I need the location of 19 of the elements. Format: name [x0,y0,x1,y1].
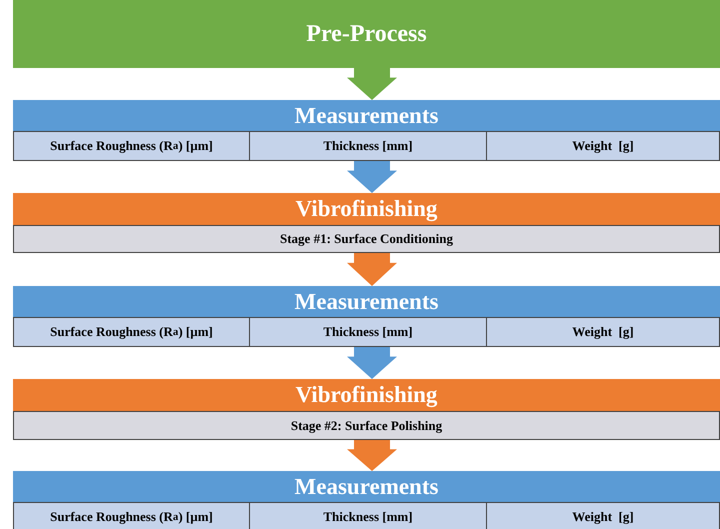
section-header: Vibrofinishing [13,193,720,225]
measurement-cell: Thickness [mm] [249,502,487,529]
section-header: Measurements [13,100,720,131]
block-arrow [347,253,397,286]
block-arrow [347,68,397,100]
measurement-cell: Thickness [mm] [249,131,487,161]
measurement-cell: Weight [g] [486,317,720,347]
section-header: Vibrofinishing [13,379,720,411]
section-header: Measurements [13,471,720,502]
block-arrow [347,347,397,379]
stage-bar: Stage #1: Surface Conditioning [13,225,720,253]
measurement-cell: Thickness [mm] [249,317,487,347]
stage-bar: Stage #2: Surface Polishing [13,411,720,440]
section-header: Measurements [13,286,720,317]
process-band: Pre-Process [13,0,720,68]
block-arrow [347,161,397,193]
measurement-cell: Weight [g] [486,131,720,161]
block-arrow [347,440,397,471]
measurement-cell: Weight [g] [486,502,720,529]
